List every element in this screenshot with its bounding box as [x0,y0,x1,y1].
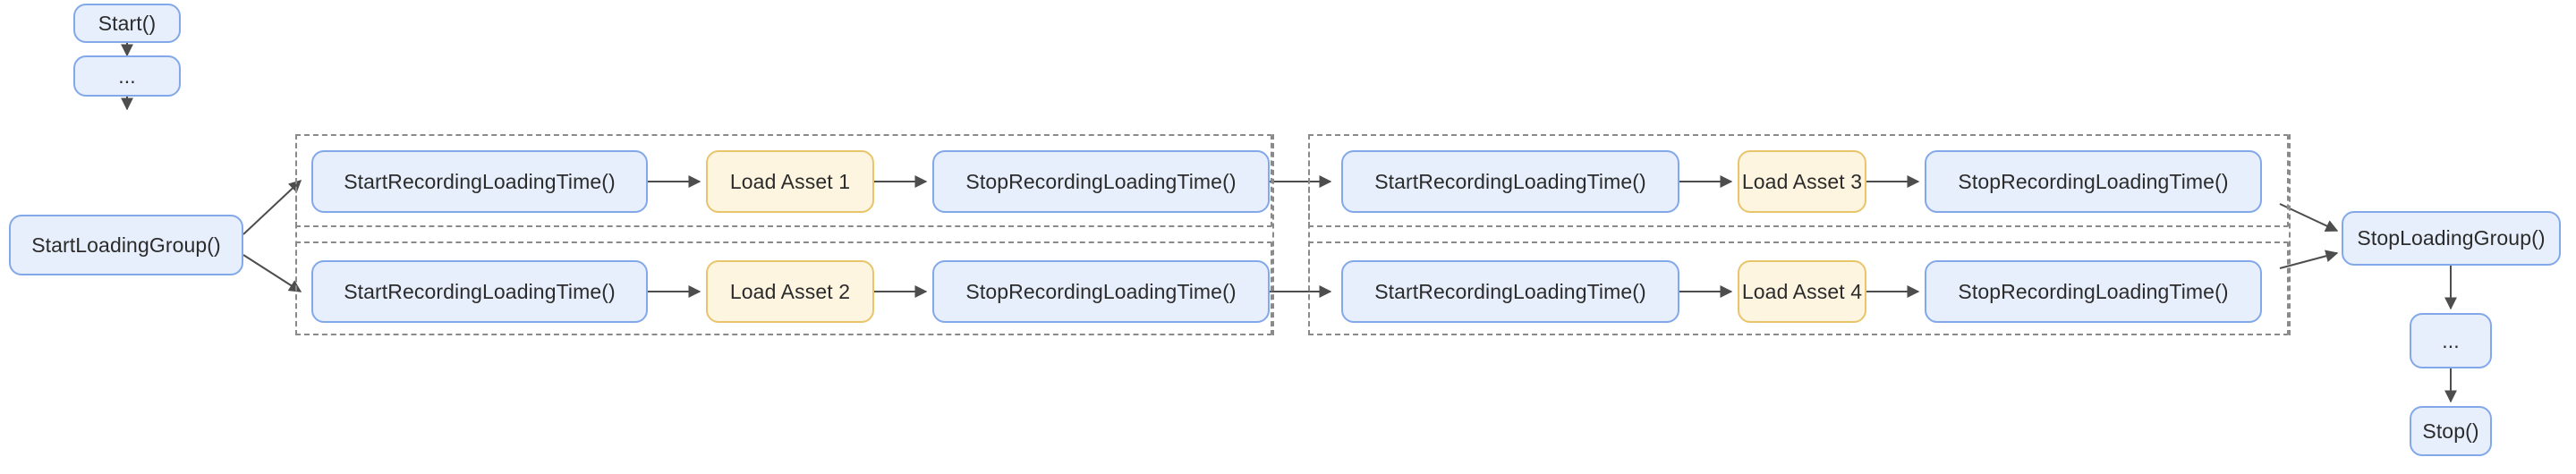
node-g2-r1-start-recording[interactable]: StartRecordingLoadingTime() [1341,150,1679,213]
node-ellipsis-top-label: ... [118,63,136,88]
node-stop-label: Stop() [2422,419,2479,443]
node-g2-r2-load-asset[interactable]: Load Asset 4 [1738,260,1866,323]
node-stop[interactable]: Stop() [2410,406,2492,456]
node-g2-r1-start-recording-label: StartRecordingLoadingTime() [1374,169,1646,193]
node-g1-r2-start-recording-label: StartRecordingLoadingTime() [344,279,616,303]
node-ellipsis-bottom[interactable]: ... [2410,313,2492,368]
node-g1-r1-stop-recording-label: StopRecordingLoadingTime() [965,169,1237,193]
node-g1-r1-start-recording[interactable]: StartRecordingLoadingTime() [311,150,648,213]
node-g2-r2-load-asset-label: Load Asset 4 [1741,279,1863,303]
node-g2-r2-start-recording[interactable]: StartRecordingLoadingTime() [1341,260,1679,323]
node-g2-r1-stop-recording-label: StopRecordingLoadingTime() [1958,169,2229,193]
node-g1-r2-load-asset[interactable]: Load Asset 2 [706,260,874,323]
node-ellipsis-bottom-label: ... [2442,328,2460,352]
node-g1-r2-load-asset-label: Load Asset 2 [729,279,851,303]
node-g1-r1-start-recording-label: StartRecordingLoadingTime() [344,169,616,193]
node-g2-r2-stop-recording-label: StopRecordingLoadingTime() [1958,279,2229,303]
edge-startloadinggroup-to-g1r2 [242,254,302,292]
node-g1-r2-stop-recording-label: StopRecordingLoadingTime() [965,279,1237,303]
node-start-label: Start() [98,11,157,35]
node-g1-r1-stop-recording[interactable]: StopRecordingLoadingTime() [932,150,1270,213]
node-start[interactable]: Start() [73,4,181,43]
edge-startloadinggroup-to-g1r1 [242,180,302,235]
node-g1-r2-start-recording[interactable]: StartRecordingLoadingTime() [311,260,648,323]
loading-group-2-left-rail [1308,134,1310,335]
loading-group-2-right-rail [2289,134,2291,335]
node-ellipsis-top[interactable]: ... [73,55,181,97]
node-start-loading-group-label: StartLoadingGroup() [31,233,221,257]
node-g2-r2-start-recording-label: StartRecordingLoadingTime() [1374,279,1646,303]
node-g1-r2-stop-recording[interactable]: StopRecordingLoadingTime() [932,260,1270,323]
node-stop-loading-group-label: StopLoadingGroup() [2357,226,2546,250]
node-g1-r1-load-asset[interactable]: Load Asset 1 [706,150,874,213]
node-g2-r1-load-asset-label: Load Asset 3 [1741,169,1863,193]
node-g2-r2-stop-recording[interactable]: StopRecordingLoadingTime() [1925,260,2262,323]
node-g2-r1-stop-recording[interactable]: StopRecordingLoadingTime() [1925,150,2262,213]
node-stop-loading-group[interactable]: StopLoadingGroup() [2342,211,2561,266]
loading-group-1-right-rail [1272,134,1274,335]
loading-group-1-left-rail [295,134,297,335]
node-start-loading-group[interactable]: StartLoadingGroup() [9,215,243,275]
node-g2-r1-load-asset[interactable]: Load Asset 3 [1738,150,1866,213]
node-g1-r1-load-asset-label: Load Asset 1 [729,169,851,193]
